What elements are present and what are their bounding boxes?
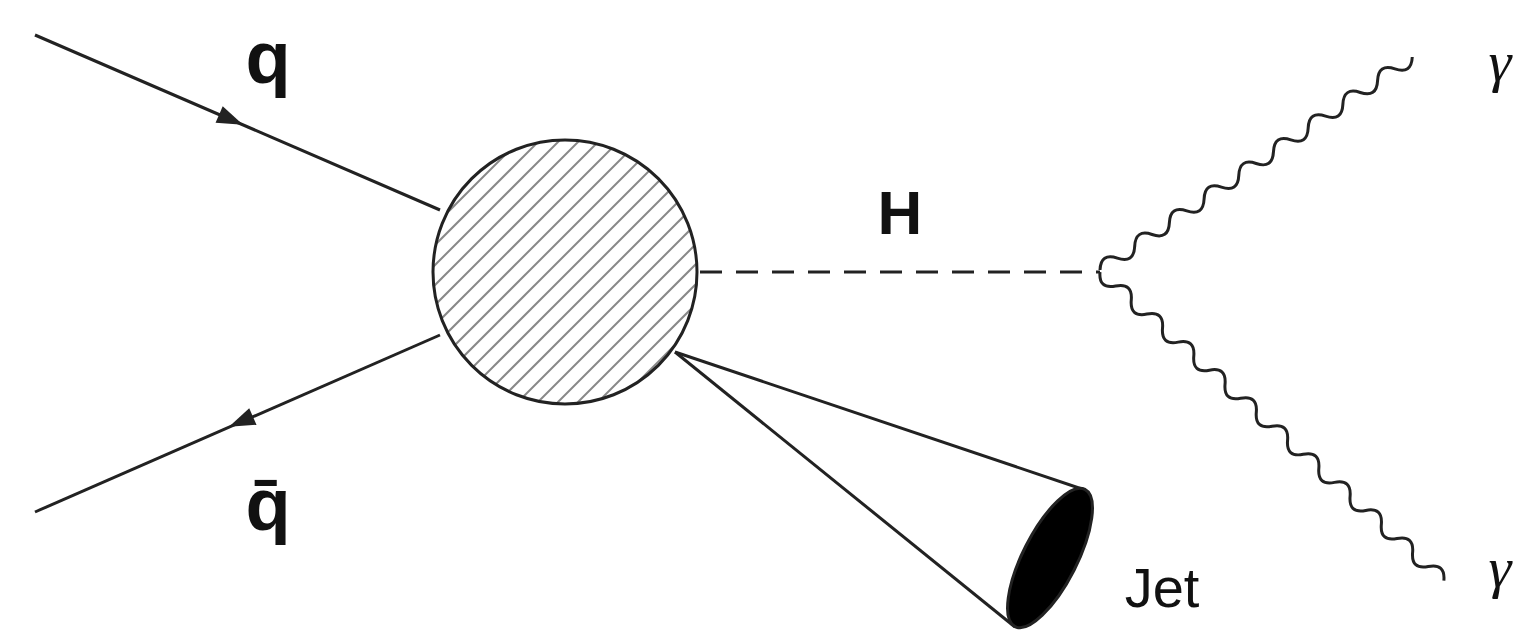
photon-line [1096,51,1416,276]
antiquark-arrow [225,408,256,435]
quark-line [35,35,440,210]
higgs-label: H [878,182,923,244]
higgs-line [700,271,1100,274]
jet-cone [675,352,1109,631]
antiquark-label: q̄ [245,468,290,542]
quark-label: q [245,21,290,95]
antiquark-line [35,335,440,512]
interaction-blob [380,0,750,631]
quark-arrow [216,106,247,133]
photon-label: γ [1489,539,1512,597]
photon-label: γ [1489,33,1512,91]
jet-label: Jet [1125,560,1200,616]
photon-line [1095,267,1448,586]
